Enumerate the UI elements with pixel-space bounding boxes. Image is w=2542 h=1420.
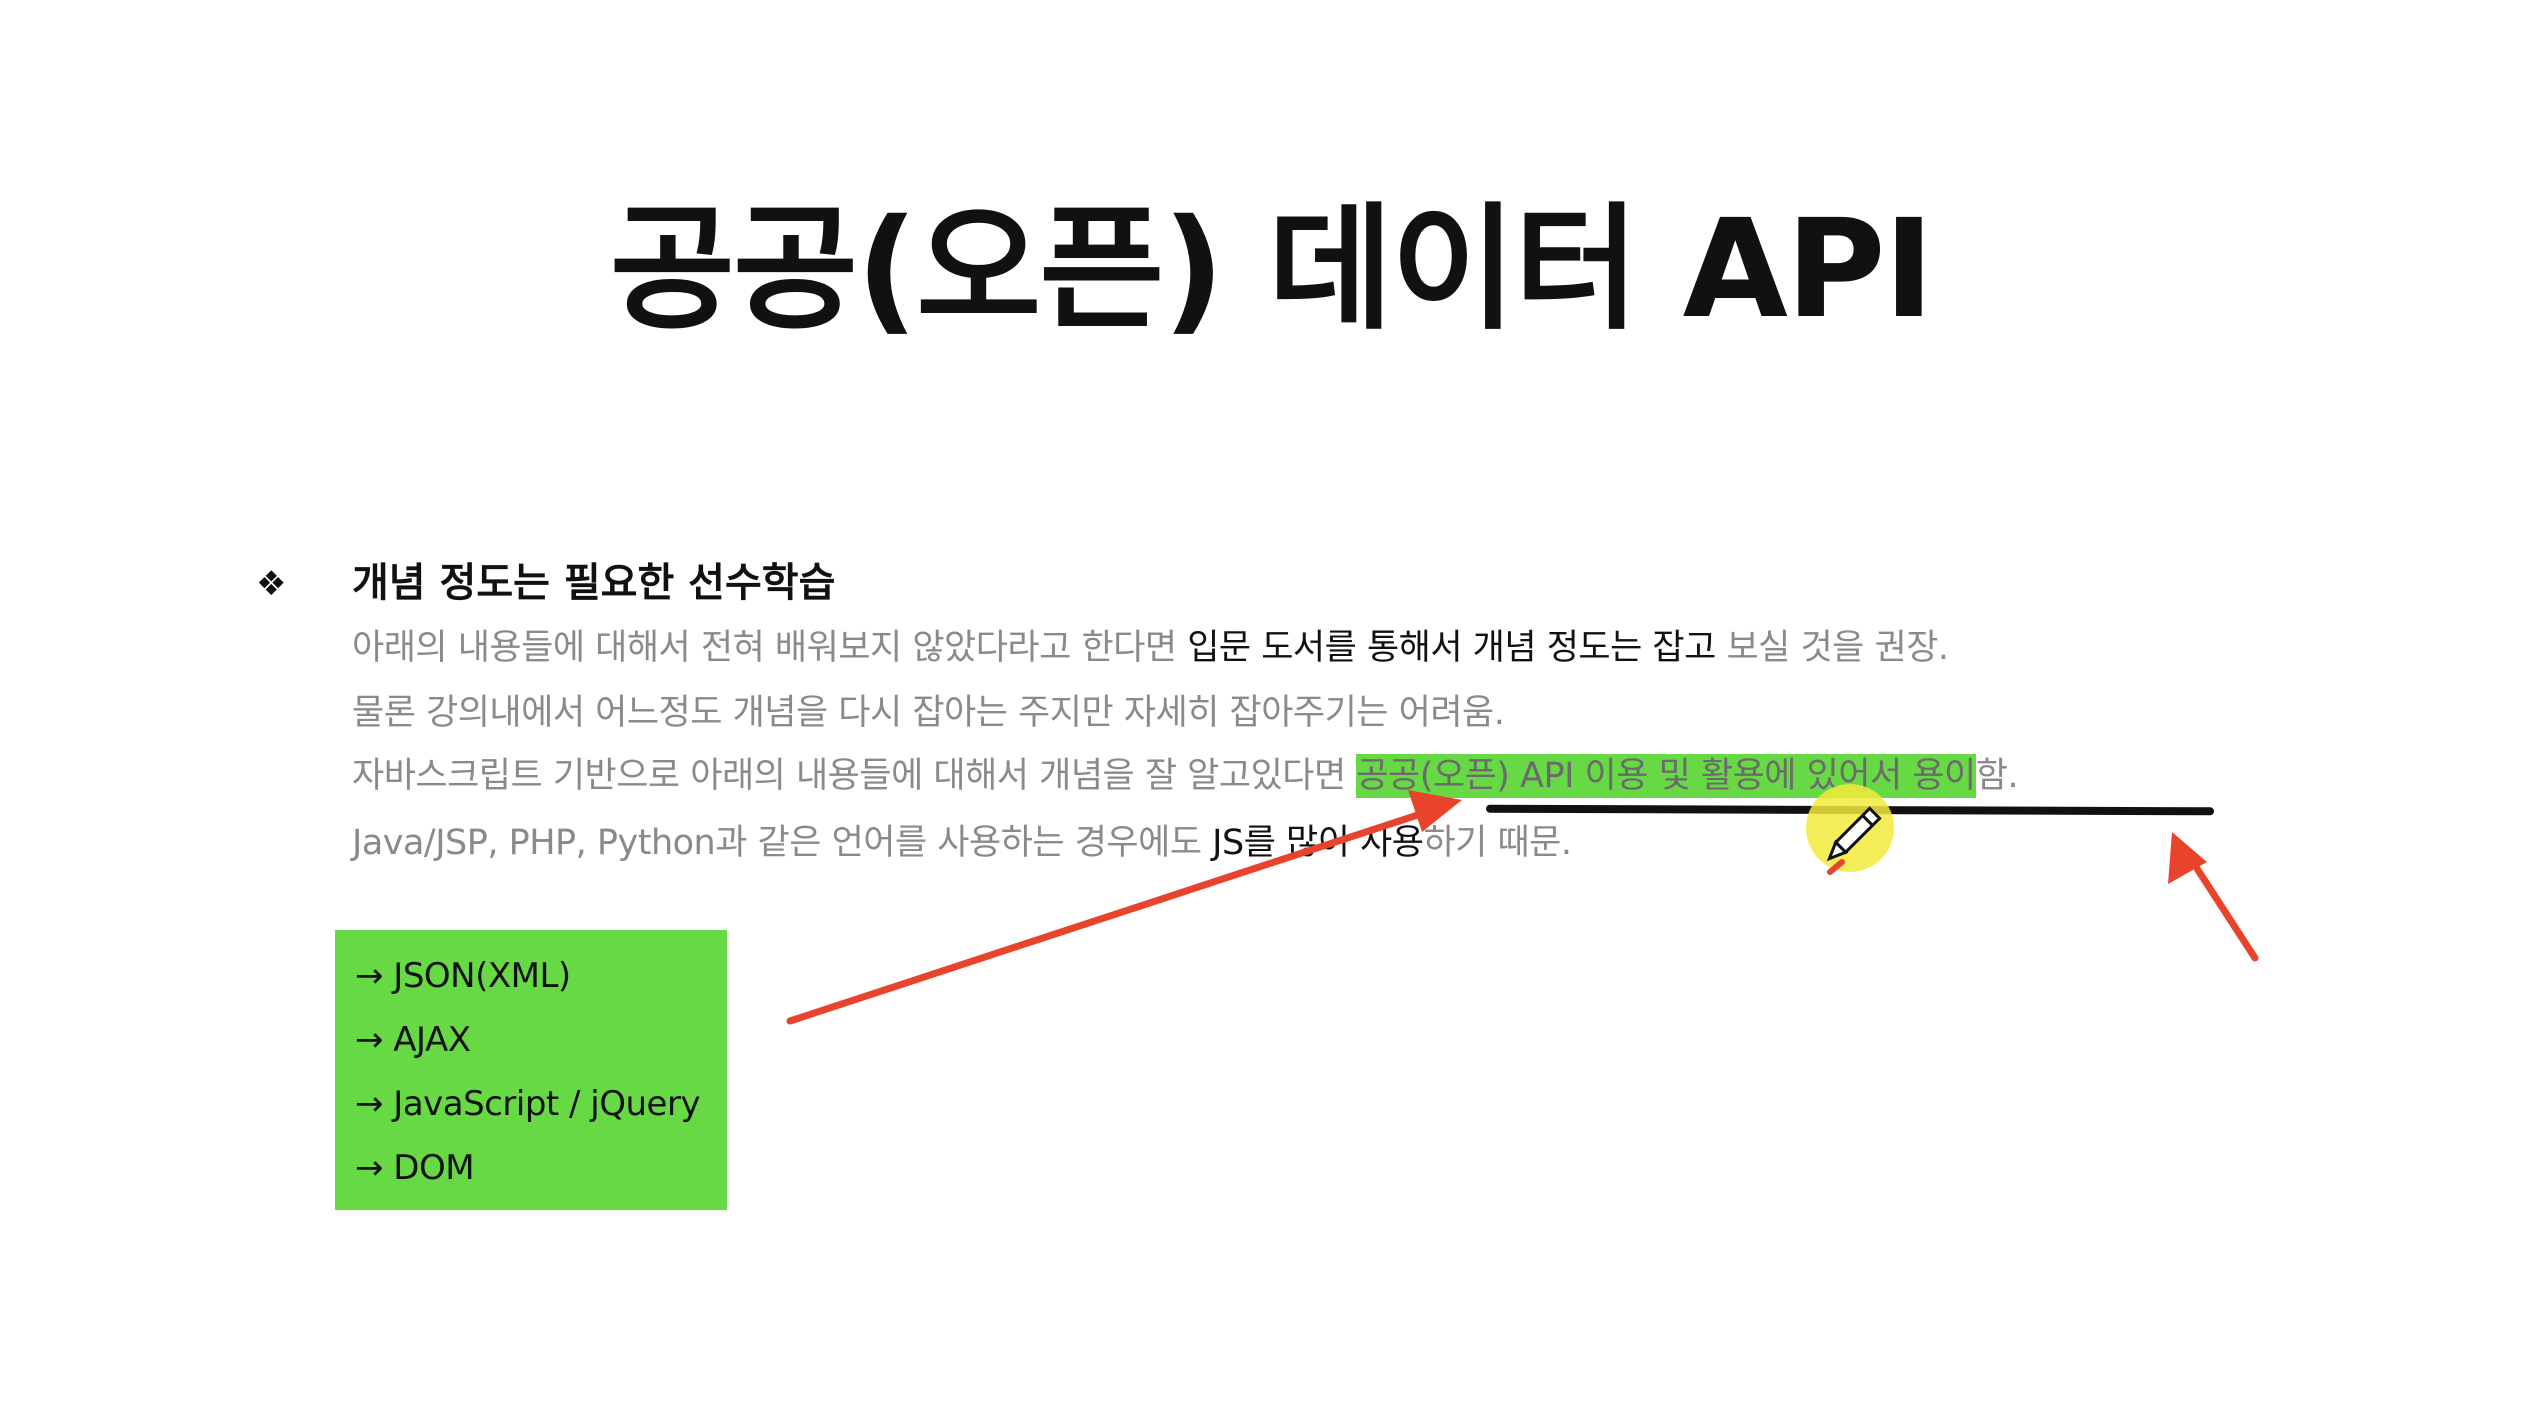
pencil-tip-mark xyxy=(1827,859,1845,875)
page-title: 공공(오픈) 데이터 API xyxy=(609,191,1934,349)
prerequisite-list-box: → JSON(XML) → AJAX → JavaScript / jQuery… xyxy=(335,930,727,1210)
pencil-cursor-icon xyxy=(1826,806,1882,862)
bullet-diamond-icon: ❖ xyxy=(256,564,287,604)
pen-underline-annotation xyxy=(1485,804,2215,816)
list-item: → JSON(XML) xyxy=(355,956,571,996)
body-line-4-text: Java/JSP, PHP, Python과 같은 언어를 사용하는 경우에도 xyxy=(352,823,1213,863)
body-line-1-tail: 보실 것을 권장. xyxy=(1715,628,1949,668)
body-line-1-text: 아래의 내용들에 대해서 전혀 배워보지 않았다라고 한다면 xyxy=(352,628,1188,668)
body-line-4-tail: 하기 때문. xyxy=(1423,823,1572,863)
list-item: → JavaScript / jQuery xyxy=(355,1084,701,1124)
body-line-2: 물론 강의내에서 어느정도 개념을 다시 잡아는 주지만 자세히 잡아주기는 어… xyxy=(352,693,1505,733)
body-line-3-tail: 함. xyxy=(1975,756,2019,796)
body-line-4-emphasis: JS를 많이 사용 xyxy=(1212,823,1424,863)
list-item: → DOM xyxy=(355,1148,475,1188)
section-heading: 개념 정도는 필요한 선수학습 xyxy=(352,560,836,606)
list-item: → AJAX xyxy=(355,1020,471,1060)
red-arrow-right xyxy=(2168,832,2259,962)
body-line-1-emphasis: 입문 도서를 통해서 개념 정도는 잡고 xyxy=(1187,628,1716,668)
body-line-3: 자바스크립트 기반으로 아래의 내용들에 대해서 개념을 잘 알고있다면 공공(… xyxy=(352,746,2019,806)
body-line-4: Java/JSP, PHP, Python과 같은 언어를 사용하는 경우에도 … xyxy=(352,813,1572,873)
highlighted-phrase: 공공(오픈) API 이용 및 활용에 있어서 용이 xyxy=(1356,754,1976,798)
body-line-3-text: 자바스크립트 기반으로 아래의 내용들에 대해서 개념을 잘 알고있다면 xyxy=(352,756,1357,796)
body-line-1: 아래의 내용들에 대해서 전혀 배워보지 않았다라고 한다면 입문 도서를 통해… xyxy=(352,618,1949,678)
